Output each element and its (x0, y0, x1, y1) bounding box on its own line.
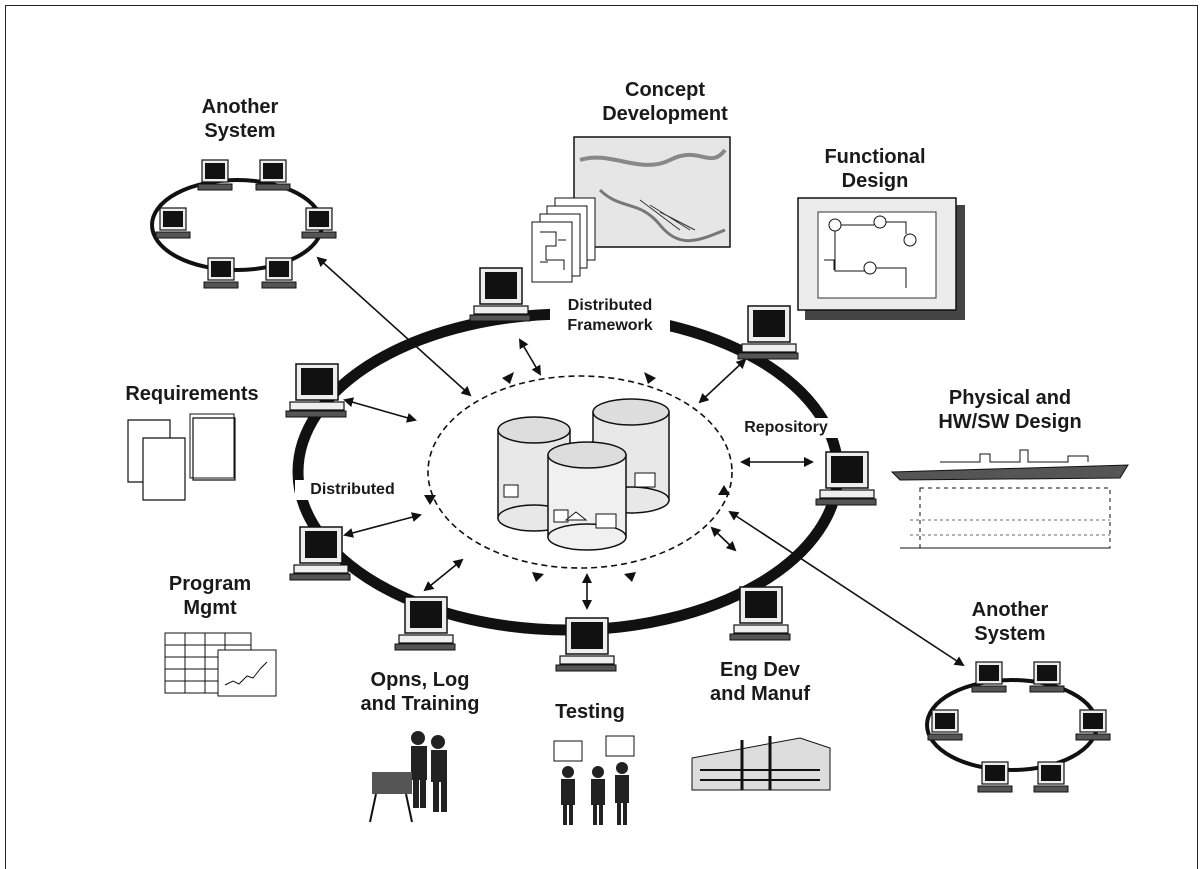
map-icon (573, 136, 731, 248)
ring-arrowheads (424, 372, 730, 582)
label-eng-dev-manuf: Eng Dev and Manuf (710, 659, 810, 705)
label-distributed-framework: Distributed Framework (550, 296, 670, 336)
ship-icon (890, 449, 1129, 549)
label-concept-development: Concept Development (602, 79, 728, 125)
computer-icon (394, 596, 456, 651)
label-opns-log-training: Opns, Log and Training (360, 669, 480, 715)
schematic-icon (531, 197, 596, 283)
label-repository: Repository (726, 418, 846, 438)
diagram-frame (5, 5, 1198, 869)
building-icon (691, 736, 831, 791)
label-physical-design: Physical and HW/SW Design (938, 387, 1082, 433)
label-testing: Testing (555, 701, 625, 723)
database-icon (497, 398, 670, 551)
label-another-system-left: Another System (201, 96, 279, 142)
label-another-system-right: Another System (971, 599, 1049, 645)
label-program-mgmt: Program Mgmt (168, 573, 252, 619)
another-system-network-left (150, 159, 337, 289)
computer-icon (469, 267, 531, 322)
computer-icon (285, 363, 347, 418)
computer-icon (737, 305, 799, 360)
repository-ring (427, 375, 733, 569)
computer-icon (815, 451, 877, 506)
connection-arrows (316, 256, 965, 667)
another-system-network-right (925, 661, 1111, 793)
schematic-icon (797, 197, 965, 320)
people-icon (553, 735, 635, 825)
people-icon (369, 731, 447, 823)
computer-icon (289, 526, 351, 581)
label-requirements: Requirements (125, 383, 259, 405)
label-distributed: Distributed (295, 480, 410, 500)
label-functional-design: Functional Design (824, 146, 926, 192)
document-icon (127, 413, 236, 501)
chart-icon (164, 632, 277, 697)
